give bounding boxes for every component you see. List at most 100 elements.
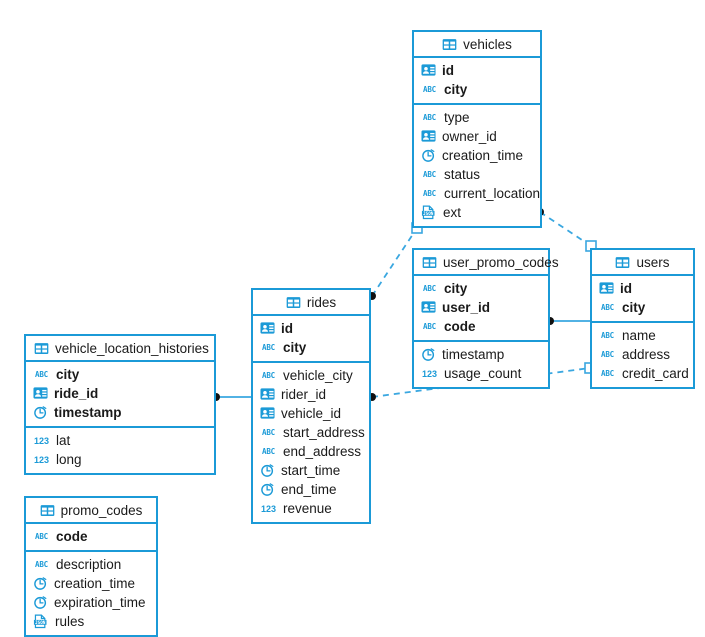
relationship-vehicles-to-users[interactable] (536, 208, 597, 252)
field-name: ride_id (54, 386, 99, 401)
table-header-users[interactable]: users (592, 250, 693, 276)
abc-icon: ABC (423, 189, 436, 198)
pk-field-row: ride_id (26, 384, 214, 403)
field-row: creation_time (26, 574, 156, 593)
table-header-vehicle_location_histories[interactable]: vehicle_location_histories (26, 336, 214, 362)
abc-icon: ABC (423, 85, 436, 94)
pk-field-row: ABC code (26, 527, 156, 546)
abc-icon: ABC (262, 371, 275, 380)
field-name: description (56, 557, 122, 572)
id-card-icon (33, 386, 48, 401)
field-name: end_address (283, 444, 362, 459)
clock-icon (260, 482, 275, 497)
table-name: vehicles (463, 36, 512, 52)
clock-icon (33, 595, 48, 610)
pk-field-row: timestamp (26, 403, 214, 422)
table-icon (286, 295, 301, 310)
field-name: current_location (444, 186, 541, 201)
pk-field-row: id (253, 319, 369, 338)
relationship-user_promo_codes-to-users[interactable] (546, 317, 590, 325)
field-name: address (622, 347, 671, 362)
pk-field-row: ABC city (414, 80, 540, 99)
number-icon: 123 (260, 504, 277, 514)
field-name: creation_time (54, 576, 136, 591)
fields-section: 123 lat 123 long (26, 426, 214, 473)
field-row: JSON ext (414, 203, 540, 222)
number-icon: 123 (421, 369, 438, 379)
id-card-icon (421, 63, 436, 78)
relationship-vehicle_location_histories-to-rides[interactable] (212, 393, 251, 401)
field-row: creation_time (414, 146, 540, 165)
field-name: creation_time (442, 148, 524, 163)
table-name: promo_codes (60, 502, 143, 518)
id-card-icon (421, 300, 436, 315)
table-icon (40, 503, 55, 518)
field-name: owner_id (442, 129, 497, 144)
field-name: city (283, 340, 307, 355)
table-icon (615, 255, 630, 270)
field-row: timestamp (414, 345, 548, 364)
field-name: timestamp (54, 405, 122, 420)
abc-icon: ABC (35, 532, 48, 541)
abc-icon: ABC (423, 284, 436, 293)
field-name: ext (443, 205, 462, 220)
field-row: rider_id (253, 385, 369, 404)
id-card-icon (260, 406, 275, 421)
field-name: city (444, 82, 468, 97)
abc-icon: ABC (262, 428, 275, 437)
table-header-promo_codes[interactable]: promo_codes (26, 498, 156, 524)
svg-text:JSON: JSON (423, 211, 434, 217)
pk-field-row: id (592, 279, 693, 298)
field-row: vehicle_id (253, 404, 369, 423)
field-name: name (622, 328, 656, 343)
field-name: id (281, 321, 293, 336)
id-card-icon (260, 321, 275, 336)
svg-text:JSON: JSON (35, 620, 46, 626)
clock-icon (33, 576, 48, 591)
clock-icon (421, 148, 436, 163)
field-name: start_address (283, 425, 365, 440)
field-name: vehicle_city (283, 368, 353, 383)
field-name: vehicle_id (281, 406, 342, 421)
field-name: expiration_time (54, 595, 146, 610)
table-header-vehicles[interactable]: vehicles (414, 32, 540, 58)
table-header-user_promo_codes[interactable]: user_promo_codes (414, 250, 559, 276)
field-name: timestamp (442, 347, 505, 362)
field-row: ABC description (26, 555, 156, 574)
number-icon: 123 (33, 455, 50, 465)
pk-field-row: ABC city (253, 338, 369, 357)
abc-icon: ABC (423, 113, 436, 122)
primary-key-section: ABC code (26, 524, 156, 550)
pk-field-row: user_id (414, 298, 548, 317)
id-card-icon (599, 281, 614, 296)
table-name: vehicle_location_histories (55, 340, 209, 356)
field-row: 123 long (26, 450, 214, 469)
clock-icon (421, 347, 436, 362)
table-header-rides[interactable]: rides (253, 290, 369, 316)
field-name: lat (56, 433, 71, 448)
field-name: code (56, 529, 88, 544)
field-row: ABC vehicle_city (253, 366, 369, 385)
field-row: end_time (253, 480, 369, 499)
abc-icon: ABC (35, 560, 48, 569)
abc-icon: ABC (262, 343, 275, 352)
field-name: long (56, 452, 82, 467)
